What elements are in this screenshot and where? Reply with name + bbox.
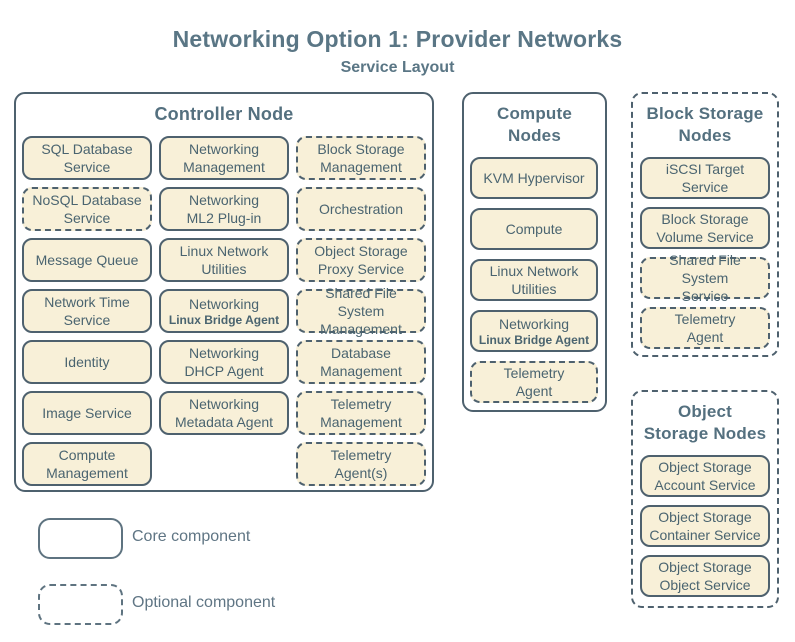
service-shared-file-system-service: Shared File System Service: [640, 252, 770, 304]
service-label: SQL Database Service: [41, 141, 133, 175]
service-message-queue: Message Queue: [22, 238, 152, 282]
service-orchestration: Orchestration: [296, 187, 426, 231]
service-object-storage-container-service: Object Storage Container Service: [640, 505, 770, 547]
service-sublabel: Linux Bridge Agent: [478, 332, 590, 347]
page-subtitle: Service Layout: [340, 59, 455, 76]
service-database-management: Database Management: [296, 340, 426, 384]
service-label: iSCSI Target Service: [665, 161, 745, 195]
service-sql-database-service: SQL Database Service: [22, 136, 152, 180]
service-label: Shared File System Management: [320, 285, 402, 337]
service-networking-dhcp-agent: Networking DHCP Agent: [159, 340, 289, 384]
service-label: Telemetry Agent(s): [330, 447, 392, 481]
service-image-service: Image Service: [22, 391, 152, 435]
service-networking-ml2-plug-in: Networking ML2 Plug-in: [159, 187, 289, 231]
service-label: Compute Management: [46, 447, 128, 481]
service-label: Telemetry Management: [320, 396, 402, 430]
service-label: Linux Network Utilities: [489, 263, 579, 297]
service-label: Networking ML2 Plug-in: [186, 192, 262, 226]
service-label: Linux Network Utilities: [179, 243, 269, 277]
service-label: Networking DHCP Agent: [184, 345, 264, 379]
service-label: Object Storage Object Service: [658, 559, 752, 593]
service-label: Block Storage Volume Service: [656, 211, 754, 245]
service-label: Message Queue: [35, 252, 139, 268]
legend-core-label: Core component: [132, 528, 251, 545]
legend-core-swatch: [38, 518, 123, 559]
service-telemetry-management: Telemetry Management: [296, 391, 426, 435]
service-label: NoSQL Database Service: [32, 192, 142, 226]
service-label: Networking: [188, 295, 260, 312]
service-label: KVM Hypervisor: [483, 170, 585, 186]
group-title-controller-node: Controller Node: [154, 104, 294, 124]
page-title: Networking Option 1: Provider Networks: [172, 26, 623, 52]
service-label: Block Storage Management: [317, 141, 405, 175]
service-label: Identity: [64, 354, 110, 370]
service-label: Object Storage Proxy Service: [314, 243, 408, 277]
service-label: Object Storage Container Service: [649, 509, 761, 543]
service-object-storage-object-service: Object Storage Object Service: [640, 555, 770, 597]
service-label: Telemetry Agent: [674, 311, 736, 345]
group-title-object-storage-nodes: Object Storage Nodes: [643, 402, 767, 443]
service-network-time-service: Network Time Service: [22, 289, 152, 333]
service-networking-metadata-agent: Networking Metadata Agent: [159, 391, 289, 435]
legend-optional-label: Optional component: [132, 594, 276, 611]
service-nosql-database-service: NoSQL Database Service: [22, 187, 152, 231]
service-linux-network-utilities: Linux Network Utilities: [159, 238, 289, 282]
service-kvm-hypervisor: KVM Hypervisor: [470, 157, 598, 199]
service-label: Networking: [498, 315, 570, 332]
service-block-storage-management: Block Storage Management: [296, 136, 426, 180]
service-label: Telemetry Agent: [503, 365, 565, 399]
service-object-storage-account-service: Object Storage Account Service: [640, 455, 770, 497]
service-label: Object Storage Account Service: [654, 459, 756, 493]
service-label: Compute: [505, 221, 563, 237]
service-iscsi-target-service: iSCSI Target Service: [640, 157, 770, 199]
service-sublabel: Linux Bridge Agent: [168, 312, 280, 327]
group-title-block-storage-nodes: Block Storage Nodes: [646, 104, 764, 145]
legend-optional-swatch: [38, 584, 123, 625]
service-telemetry-agent: Telemetry Agent: [640, 307, 770, 349]
service-object-storage-proxy-service: Object Storage Proxy Service: [296, 238, 426, 282]
service-label: Database Management: [320, 345, 402, 379]
service-shared-file-system-management: Shared File System Management: [296, 285, 426, 337]
service-label: Image Service: [42, 405, 132, 421]
group-title-compute-nodes: Compute Nodes: [496, 104, 573, 145]
service-networking-management: Networking Management: [159, 136, 289, 180]
service-label: Network Time Service: [44, 294, 130, 328]
service-telemetry-agent: Telemetry Agent: [470, 361, 598, 403]
service-identity: Identity: [22, 340, 152, 384]
service-label: Shared File System Service: [669, 252, 741, 304]
service-compute-management: Compute Management: [22, 442, 152, 486]
service-compute: Compute: [470, 208, 598, 250]
service-telemetry-agent-s: Telemetry Agent(s): [296, 442, 426, 486]
service-linux-network-utilities: Linux Network Utilities: [470, 259, 598, 301]
service-label: Networking Metadata Agent: [174, 396, 274, 430]
service-label: Networking Management: [183, 141, 265, 175]
service-label: Orchestration: [318, 201, 404, 217]
service-block-storage-volume-service: Block Storage Volume Service: [640, 207, 770, 249]
